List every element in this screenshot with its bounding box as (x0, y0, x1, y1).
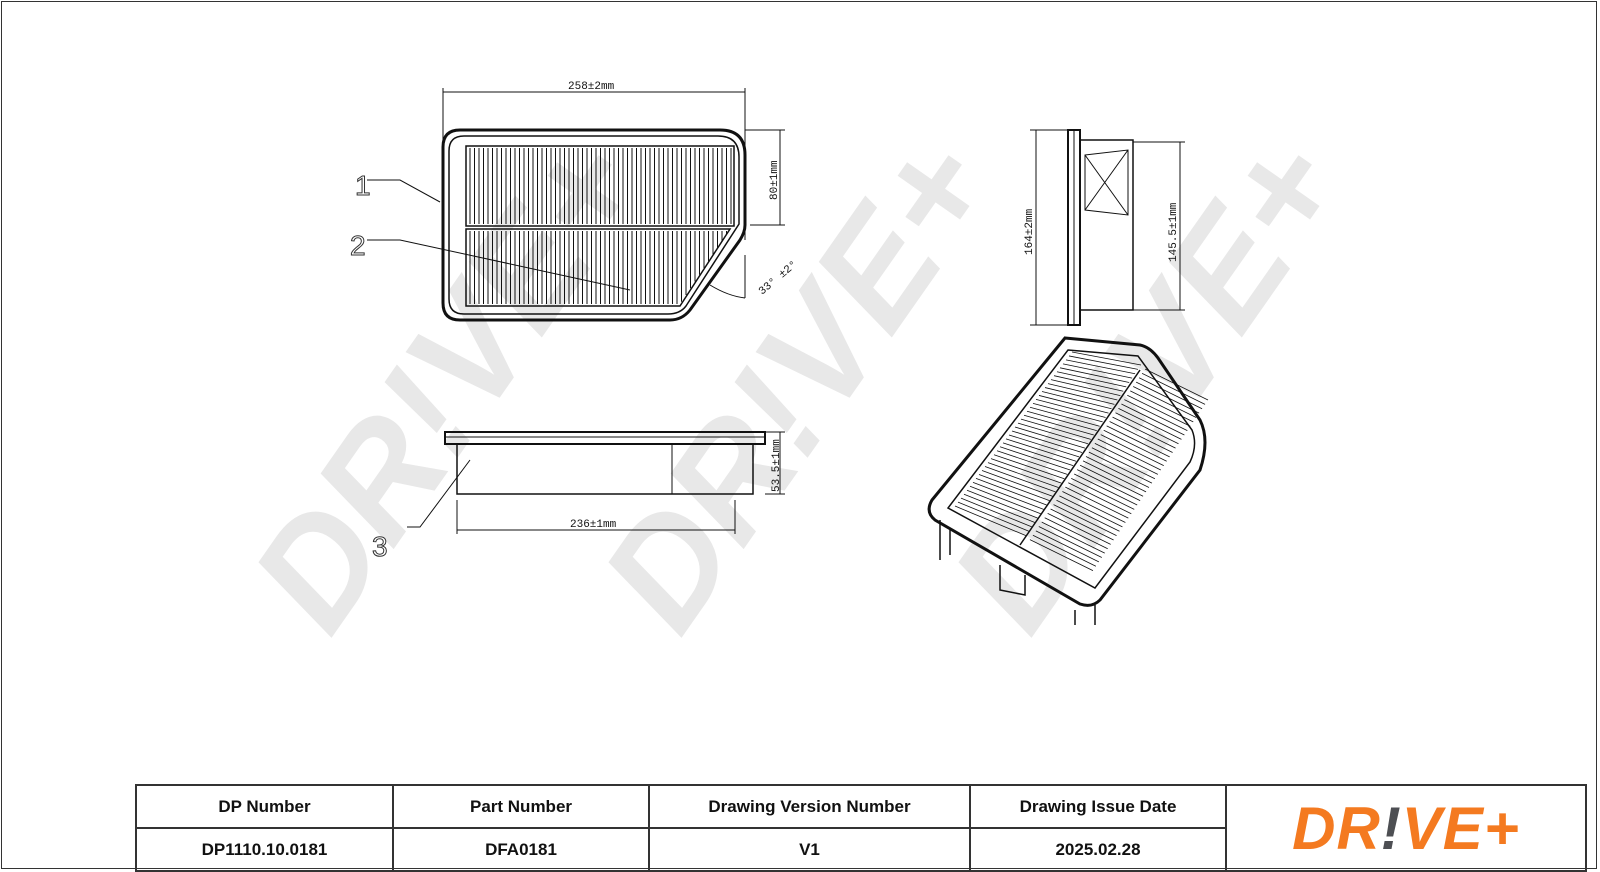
value-issue-date: 2025.02.28 (969, 827, 1227, 872)
dim-width-top: 258±2mm (568, 81, 615, 93)
value-part-number: DFA0181 (392, 827, 650, 872)
dim-thickness: 53.5±1mm (771, 439, 783, 492)
side-view (1030, 129, 1185, 326)
callout-2: 2 (350, 230, 366, 261)
dim-side-height: 164±2mm (1024, 208, 1036, 255)
title-block: DP Number Part Number Drawing Version Nu… (135, 784, 1587, 872)
dimension-lines (367, 88, 785, 528)
callout-3: 3 (372, 531, 388, 562)
watermark: DR!VE+ DR!VE+ DR!VE+ (219, 108, 1375, 658)
dim-bottom-width: 236±1mm (570, 519, 617, 531)
isometric-view (927, 336, 1209, 625)
dim-side-inner: 145.5±1mm (1168, 202, 1180, 262)
brand-logo: DR!VE+ (1225, 784, 1587, 872)
value-dp-number: DP1110.10.0181 (135, 827, 394, 872)
header-part-number: Part Number (392, 784, 650, 829)
callout-1: 1 (355, 170, 371, 201)
header-drawing-version: Drawing Version Number (648, 784, 971, 829)
value-drawing-version: V1 (648, 827, 971, 872)
header-dp-number: DP Number (135, 784, 394, 829)
header-issue-date: Drawing Issue Date (969, 784, 1227, 829)
dim-height-right: 80±1mm (769, 160, 781, 200)
front-view (444, 431, 785, 534)
